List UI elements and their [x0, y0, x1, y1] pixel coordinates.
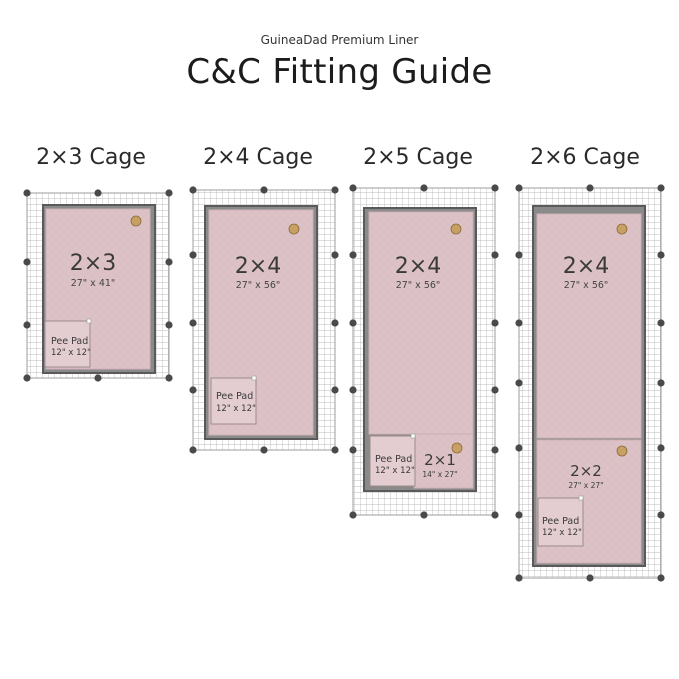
connector-dot [189, 446, 197, 454]
connector-dot [349, 446, 357, 454]
pee-pad-name: Pee Pad [542, 516, 580, 527]
connector-dot [165, 258, 173, 266]
connector-dot [23, 258, 31, 266]
connector-dot [349, 184, 357, 192]
connector-dot [331, 446, 339, 454]
connector-dot [657, 444, 665, 452]
connector-dot [515, 184, 523, 192]
liner-name: 2×4 [394, 254, 442, 279]
cage-label-2x3: 2×3 Cage [36, 145, 146, 170]
pee-pad-name: Pee Pad [216, 391, 254, 402]
pee-pad-size: 12" x 12" [542, 528, 582, 538]
connector-dot [189, 319, 197, 327]
liner-name: 2×4 [234, 254, 282, 279]
cage-label-2x5: 2×5 Cage [363, 145, 473, 170]
connector-dot [94, 374, 102, 382]
connector-dot [491, 184, 499, 192]
liner-size: 27" x 27" [568, 481, 604, 490]
pee-pad-name: Pee Pad [51, 336, 89, 347]
brand-logo-icon [451, 442, 463, 454]
connector-dot [491, 446, 499, 454]
connector-dot [515, 511, 523, 519]
connector-dot [165, 374, 173, 382]
connector-dot [586, 184, 594, 192]
connector-dot [420, 184, 428, 192]
liner-size: 27" x 56" [563, 280, 609, 291]
connector-dot [23, 189, 31, 197]
pee-pad [537, 497, 584, 547]
connector-dot [23, 374, 31, 382]
brand-logo-icon [616, 445, 628, 457]
connector-dot [657, 251, 665, 259]
connector-dot [331, 186, 339, 194]
connector-dot [189, 386, 197, 394]
connector-dot [657, 379, 665, 387]
pee-pad-name: Pee Pad [375, 454, 413, 465]
liner-texture [414, 434, 473, 488]
liner-name: 2×2 [570, 462, 602, 480]
cage-label-2x4: 2×4 Cage [203, 145, 313, 170]
connector-dot [491, 511, 499, 519]
connector-dot [515, 574, 523, 582]
liner-name: 2×4 [562, 254, 610, 279]
connector-dot [515, 251, 523, 259]
liner-name: 2×3 [69, 251, 117, 276]
page-title: C&C Fitting Guide [186, 52, 493, 92]
liner-size: 27" x 41" [70, 278, 116, 289]
pee-pad [369, 435, 416, 487]
connector-dot [331, 251, 339, 259]
brand-logo-icon [450, 223, 462, 235]
liner-name: 2×1 [424, 451, 456, 469]
liner-size: 14" x 27" [422, 470, 458, 479]
pee-pad-size: 12" x 12" [216, 404, 256, 414]
pee-pad [210, 377, 257, 425]
pee-pad-tag [410, 433, 416, 439]
connector-dot [586, 574, 594, 582]
connector-dot [657, 184, 665, 192]
pee-pad-tag [251, 375, 257, 381]
connector-dot [491, 251, 499, 259]
pee-pad-tag [86, 318, 92, 324]
connector-dot [491, 319, 499, 327]
connector-dot [331, 386, 339, 394]
connector-dot [657, 511, 665, 519]
connector-dot [349, 319, 357, 327]
connector-dot [515, 379, 523, 387]
connector-dot [165, 189, 173, 197]
liner-size: 27" x 56" [395, 280, 441, 291]
connector-dot [349, 251, 357, 259]
connector-dot [331, 319, 339, 327]
cage-label-2x6: 2×6 Cage [530, 145, 640, 170]
connector-dot [260, 446, 268, 454]
connector-dot [515, 319, 523, 327]
connector-dot [23, 321, 31, 329]
connector-dot [515, 444, 523, 452]
connector-dot [349, 386, 357, 394]
connector-dot [657, 319, 665, 327]
brand-subtitle: GuineaDad Premium Liner [260, 33, 419, 47]
liner-texture [369, 212, 473, 434]
connector-dot [189, 251, 197, 259]
connector-dot [349, 511, 357, 519]
pee-pad-tag [578, 495, 584, 501]
pee-pad-size: 12" x 12" [51, 348, 91, 358]
connector-dot [491, 386, 499, 394]
connector-dot [657, 574, 665, 582]
brand-logo-icon [130, 215, 142, 227]
pee-pad-size: 12" x 12" [375, 466, 415, 476]
connector-dot [189, 186, 197, 194]
pee-pad [44, 320, 91, 368]
brand-logo-icon [288, 223, 300, 235]
brand-logo-icon [616, 223, 628, 235]
liner-texture [537, 214, 641, 438]
connector-dot [420, 511, 428, 519]
connector-dot [260, 186, 268, 194]
connector-dot [94, 189, 102, 197]
connector-dot [165, 321, 173, 329]
liner-size: 27" x 56" [235, 280, 281, 291]
